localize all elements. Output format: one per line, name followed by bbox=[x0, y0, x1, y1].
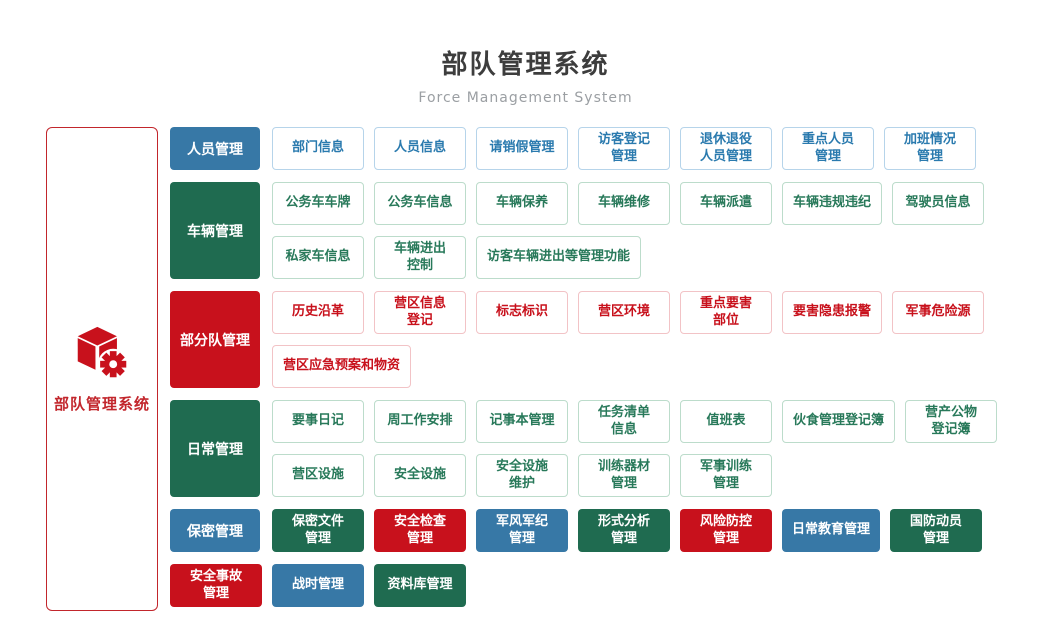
group-vehicle: 车辆管理公务车车牌公务车信息车辆保养车辆维修车辆派遣车辆违规违纪驾驶员信息私家车… bbox=[170, 182, 997, 279]
module-box: 任务清单 信息 bbox=[578, 400, 670, 443]
module-box: 营区信息 登记 bbox=[374, 291, 466, 334]
module-box: 车辆违规违纪 bbox=[782, 182, 883, 225]
group-bottom: 安全事故 管理战时管理资料库管理 bbox=[170, 564, 997, 607]
category-box-personnel: 人员管理 bbox=[170, 127, 260, 170]
module-box: 营产公物 登记簿 bbox=[905, 400, 998, 443]
system-root-panel: 部队管理系统 bbox=[46, 127, 158, 611]
group-rows: 保密文件 管理安全检查 管理军风军纪 管理形式分析 管理风险防控 管理日常教育管… bbox=[272, 509, 983, 552]
module-box: 驾驶员信息 bbox=[892, 182, 985, 225]
module-box: 安全检查 管理 bbox=[374, 509, 466, 552]
module-box: 请销假管理 bbox=[476, 127, 568, 170]
category-box-vehicle: 车辆管理 bbox=[170, 182, 260, 279]
module-box: 车辆保养 bbox=[476, 182, 568, 225]
module-box: 访客登记 管理 bbox=[578, 127, 670, 170]
module-box: 安全设施 bbox=[374, 454, 466, 497]
groups: 人员管理部门信息人员信息请销假管理访客登记 管理退休退役 人员管理重点人员 管理… bbox=[170, 127, 998, 607]
module-box: 安全设施 维护 bbox=[476, 454, 568, 497]
module-box: 退休退役 人员管理 bbox=[680, 127, 772, 170]
module-box: 风险防控 管理 bbox=[680, 509, 772, 552]
module-row: 部门信息人员信息请销假管理访客登记 管理退休退役 人员管理重点人员 管理加班情况… bbox=[272, 127, 976, 170]
module-row: 要事日记周工作安排记事本管理任务清单 信息值班表伙食管理登记簿营产公物 登记簿 bbox=[272, 400, 998, 443]
group-secrecy: 保密管理保密文件 管理安全检查 管理军风军纪 管理形式分析 管理风险防控 管理日… bbox=[170, 509, 997, 552]
module-box: 车辆派遣 bbox=[680, 182, 772, 225]
module-box: 日常教育管理 bbox=[782, 509, 881, 552]
module-box: 公务车车牌 bbox=[272, 182, 364, 225]
module-box: 军风军纪 管理 bbox=[476, 509, 568, 552]
category-box-unit: 部分队管理 bbox=[170, 291, 260, 388]
group-rows: 部门信息人员信息请销假管理访客登记 管理退休退役 人员管理重点人员 管理加班情况… bbox=[272, 127, 976, 170]
category-box-daily: 日常管理 bbox=[170, 400, 260, 497]
module-box: 人员信息 bbox=[374, 127, 466, 170]
module-box: 重点人员 管理 bbox=[782, 127, 874, 170]
category-box-secrecy: 保密管理 bbox=[170, 509, 260, 552]
module-row: 营区设施安全设施安全设施 维护训练器材 管理军事训练 管理 bbox=[272, 454, 997, 497]
system-root-label: 部队管理系统 bbox=[53, 394, 150, 413]
module-row: 保密文件 管理安全检查 管理军风军纪 管理形式分析 管理风险防控 管理日常教育管… bbox=[272, 509, 983, 552]
group-daily: 日常管理要事日记周工作安排记事本管理任务清单 信息值班表伙食管理登记簿营产公物 … bbox=[170, 400, 998, 497]
main-area: 部队管理系统 人员管理部门信息人员信息请销假管理访客登记 管理退休退役 人员管理… bbox=[46, 127, 998, 611]
module-box: 伙食管理登记簿 bbox=[782, 400, 896, 443]
module-box: 军事危险源 bbox=[892, 291, 985, 334]
group-personnel: 人员管理部门信息人员信息请销假管理访客登记 管理退休退役 人员管理重点人员 管理… bbox=[170, 127, 997, 170]
module-box: 公务车信息 bbox=[374, 182, 466, 225]
module-box: 加班情况 管理 bbox=[884, 127, 976, 170]
module-box: 营区设施 bbox=[272, 454, 364, 497]
module-row: 营区应急预案和物资 bbox=[272, 345, 984, 388]
group-rows: 安全事故 管理战时管理资料库管理 bbox=[170, 564, 466, 607]
module-box: 周工作安排 bbox=[374, 400, 466, 443]
module-box: 营区应急预案和物资 bbox=[272, 345, 412, 388]
group-rows: 历史沿革营区信息 登记标志标识营区环境重点要害 部位要害隐患报警军事危险源营区应… bbox=[272, 291, 985, 388]
module-box: 战时管理 bbox=[272, 564, 364, 607]
page-title: 部队管理系统 bbox=[441, 50, 610, 80]
group-rows: 公务车车牌公务车信息车辆保养车辆维修车辆派遣车辆违规违纪驾驶员信息私家车信息车辆… bbox=[272, 182, 985, 279]
module-box: 值班表 bbox=[680, 400, 772, 443]
module-row: 安全事故 管理战时管理资料库管理 bbox=[170, 564, 466, 607]
module-box: 训练器材 管理 bbox=[578, 454, 670, 497]
module-box: 军事训练 管理 bbox=[680, 454, 772, 497]
module-box: 要害隐患报警 bbox=[782, 291, 883, 334]
module-box: 部门信息 bbox=[272, 127, 364, 170]
module-box: 形式分析 管理 bbox=[578, 509, 670, 552]
module-box: 资料库管理 bbox=[374, 564, 466, 607]
module-row: 公务车车牌公务车信息车辆保养车辆维修车辆派遣车辆违规违纪驾驶员信息 bbox=[272, 182, 985, 225]
module-box: 重点要害 部位 bbox=[680, 291, 772, 334]
module-box: 记事本管理 bbox=[476, 400, 568, 443]
module-box: 访客车辆进出等管理功能 bbox=[476, 236, 642, 279]
group-rows: 要事日记周工作安排记事本管理任务清单 信息值班表伙食管理登记簿营产公物 登记簿营… bbox=[272, 400, 998, 497]
group-unit: 部分队管理历史沿革营区信息 登记标志标识营区环境重点要害 部位要害隐患报警军事危… bbox=[170, 291, 997, 388]
module-box: 安全事故 管理 bbox=[170, 564, 262, 607]
module-row: 历史沿革营区信息 登记标志标识营区环境重点要害 部位要害隐患报警军事危险源 bbox=[272, 291, 985, 334]
module-box: 国防动员 管理 bbox=[890, 509, 983, 552]
module-box: 历史沿革 bbox=[272, 291, 364, 334]
cube-gear-icon bbox=[77, 326, 129, 380]
module-box: 要事日记 bbox=[272, 400, 364, 443]
module-box: 私家车信息 bbox=[272, 236, 364, 279]
module-box: 标志标识 bbox=[476, 291, 568, 334]
module-row: 私家车信息车辆进出 控制访客车辆进出等管理功能 bbox=[272, 236, 984, 279]
module-box: 车辆维修 bbox=[578, 182, 670, 225]
module-box: 车辆进出 控制 bbox=[374, 236, 466, 279]
module-box: 保密文件 管理 bbox=[272, 509, 364, 552]
header: 部队管理系统 Force Management System bbox=[0, 44, 1051, 106]
module-box: 营区环境 bbox=[578, 291, 670, 334]
page-subtitle: Force Management System bbox=[418, 90, 633, 106]
